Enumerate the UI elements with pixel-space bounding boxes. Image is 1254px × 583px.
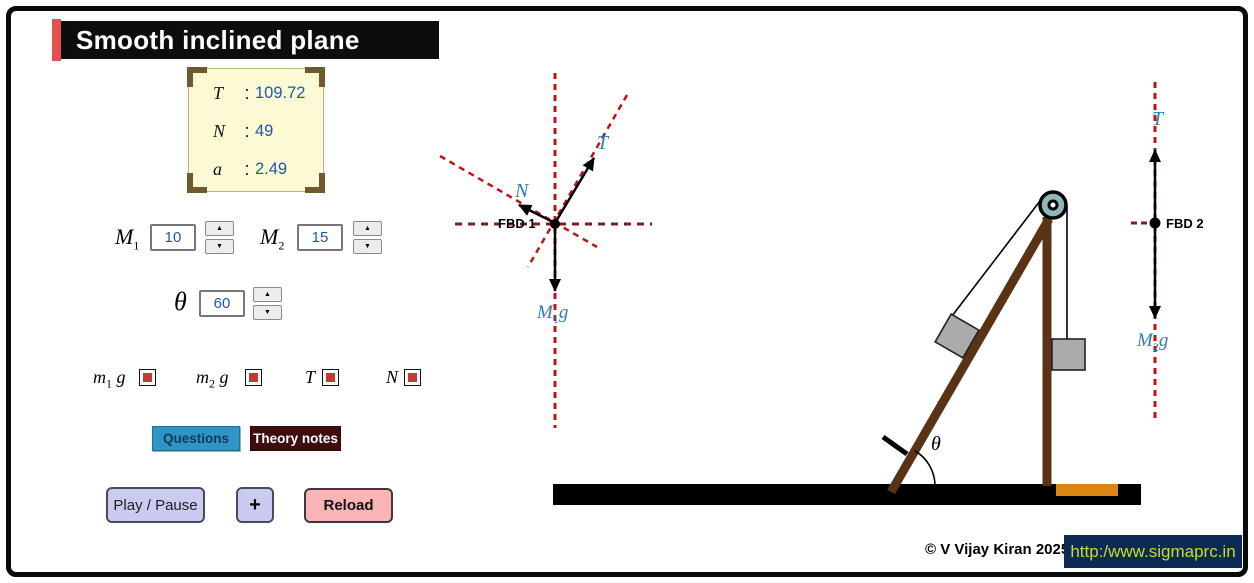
m2-input[interactable] [297,224,343,251]
separator: : [244,82,250,103]
fbd2-tension-label: T [1152,108,1164,130]
corner-bracket-icon [305,173,325,193]
corner-bracket-icon [305,67,325,87]
result-row-acceleration: a : 2.49 [213,157,287,181]
theory-notes-button[interactable]: Theory notes [250,426,341,451]
chevron-up-icon: ▲ [364,225,371,232]
acceleration-symbol: a [213,158,222,179]
m1-spin-down-button[interactable]: ▼ [205,239,234,254]
tension-checkbox-label: T [305,367,316,387]
outer-border [6,6,1248,577]
separator: : [244,158,250,179]
website-link[interactable]: http:/www.sigmaprc.in [1064,535,1242,568]
corner-bracket-icon [187,173,207,193]
m1g-checkbox-label: m1 g [93,367,126,391]
m1-label: M1 [115,224,140,253]
m1-spinner: ▲ ▼ [205,221,234,254]
fbd1-name-label: FBD 1 [498,216,536,231]
copyright-text: © V Vijay Kiran 2025 [925,541,1070,558]
m2-label: M2 [260,224,285,253]
scene-theta-label: θ [931,433,941,455]
fbd1-normal-label: N [515,180,529,202]
m1-spin-up-button[interactable]: ▲ [205,221,234,236]
corner-bracket-icon [187,67,207,87]
theta-spin-up-button[interactable]: ▲ [253,287,282,302]
theta-spin-down-button[interactable]: ▼ [253,305,282,320]
chevron-down-icon: ▼ [264,309,271,316]
m2-spin-up-button[interactable]: ▲ [353,221,382,236]
results-panel: T : 109.72 N : 49 a : 2.49 [187,67,325,193]
page-title-text: Smooth inclined plane [76,24,360,55]
checkbox-check-mark [249,373,258,382]
result-row-tension: T : 109.72 [213,81,305,105]
tension-checkbox[interactable] [322,369,339,386]
fbd1-weight-label: M1g [537,302,569,326]
m2-spin-down-button[interactable]: ▼ [353,239,382,254]
checkbox-check-mark [326,373,335,382]
chevron-down-icon: ▼ [364,243,371,250]
title-accent-bar [52,19,61,61]
checkbox-check-mark [408,373,417,382]
chevron-up-icon: ▲ [216,225,223,232]
theta-label: θ [174,287,187,316]
fbd2-name-label: FBD 2 [1166,216,1204,231]
fbd2-weight-label: M2g [1137,330,1169,354]
plus-icon: + [249,493,261,516]
theta-input[interactable] [199,290,245,317]
normal-value: 49 [255,121,274,140]
normal-checkbox-label: N [386,367,399,387]
page-title: Smooth inclined plane [61,21,439,59]
theta-spinner: ▲ ▼ [253,287,282,320]
play-pause-button[interactable]: Play / Pause [106,487,205,523]
questions-button[interactable]: Questions [152,426,240,451]
m1-input[interactable] [150,224,196,251]
tension-value: 109.72 [255,83,306,102]
chevron-up-icon: ▲ [264,291,271,298]
zoom-plus-button[interactable]: + [236,487,274,523]
acceleration-value: 2.49 [255,159,288,178]
chevron-down-icon: ▼ [216,243,223,250]
checkbox-check-mark [143,373,152,382]
tension-symbol: T [213,82,224,103]
result-row-normal: N : 49 [213,119,273,143]
m2g-checkbox[interactable] [245,369,262,386]
m2g-checkbox-label: m2 g [196,367,229,391]
reload-button[interactable]: Reload [304,488,393,523]
m1g-checkbox[interactable] [139,369,156,386]
normal-symbol: N [213,120,226,141]
m2-spinner: ▲ ▼ [353,221,382,254]
fbd1-tension-label: T [597,132,609,154]
separator: : [244,120,250,141]
normal-checkbox[interactable] [404,369,421,386]
